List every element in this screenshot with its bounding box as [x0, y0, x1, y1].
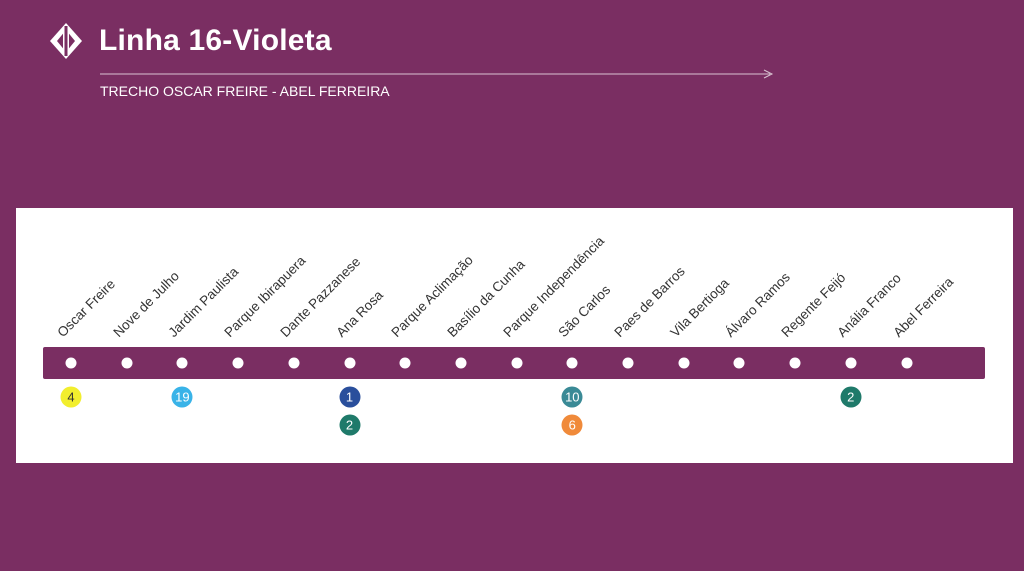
- station-stop-marker: [622, 357, 634, 369]
- route-subtitle: TRECHO OSCAR FREIRE - ABEL FERREIRA: [100, 83, 390, 99]
- title-underline-arrow: [100, 69, 774, 79]
- station-stop-marker: [678, 357, 690, 369]
- station-stop-marker: [121, 357, 133, 369]
- connection-line-badge: 6: [561, 414, 583, 436]
- station-stop-marker: [344, 357, 355, 369]
- connection-line-badge: 4: [60, 386, 82, 408]
- station-stop-marker: [176, 357, 188, 369]
- station-stop-marker: [399, 357, 411, 369]
- connection-line-badge: 1: [339, 386, 360, 408]
- station-stop-marker: [566, 357, 578, 369]
- connection-line-badge: 2: [840, 386, 862, 408]
- station-stop-marker: [901, 357, 912, 369]
- connection-line-badge: 19: [171, 386, 193, 408]
- metro-sp-logo-icon: [50, 23, 82, 59]
- station-stop-marker: [733, 357, 745, 369]
- station-stop-marker: [845, 357, 857, 369]
- connection-line-badge: 2: [339, 414, 360, 436]
- station-stop-marker: [789, 357, 801, 369]
- station-stop-marker: [455, 357, 467, 369]
- connection-line-badge: 10: [561, 386, 583, 408]
- station-stop-marker: [511, 357, 523, 369]
- station-stop-marker: [232, 357, 244, 369]
- station-stop-marker: [65, 357, 77, 369]
- station-stop-marker: [288, 357, 300, 369]
- line-title: Linha 16-Violeta: [99, 24, 332, 57]
- line-diagram-panel: [16, 208, 1013, 463]
